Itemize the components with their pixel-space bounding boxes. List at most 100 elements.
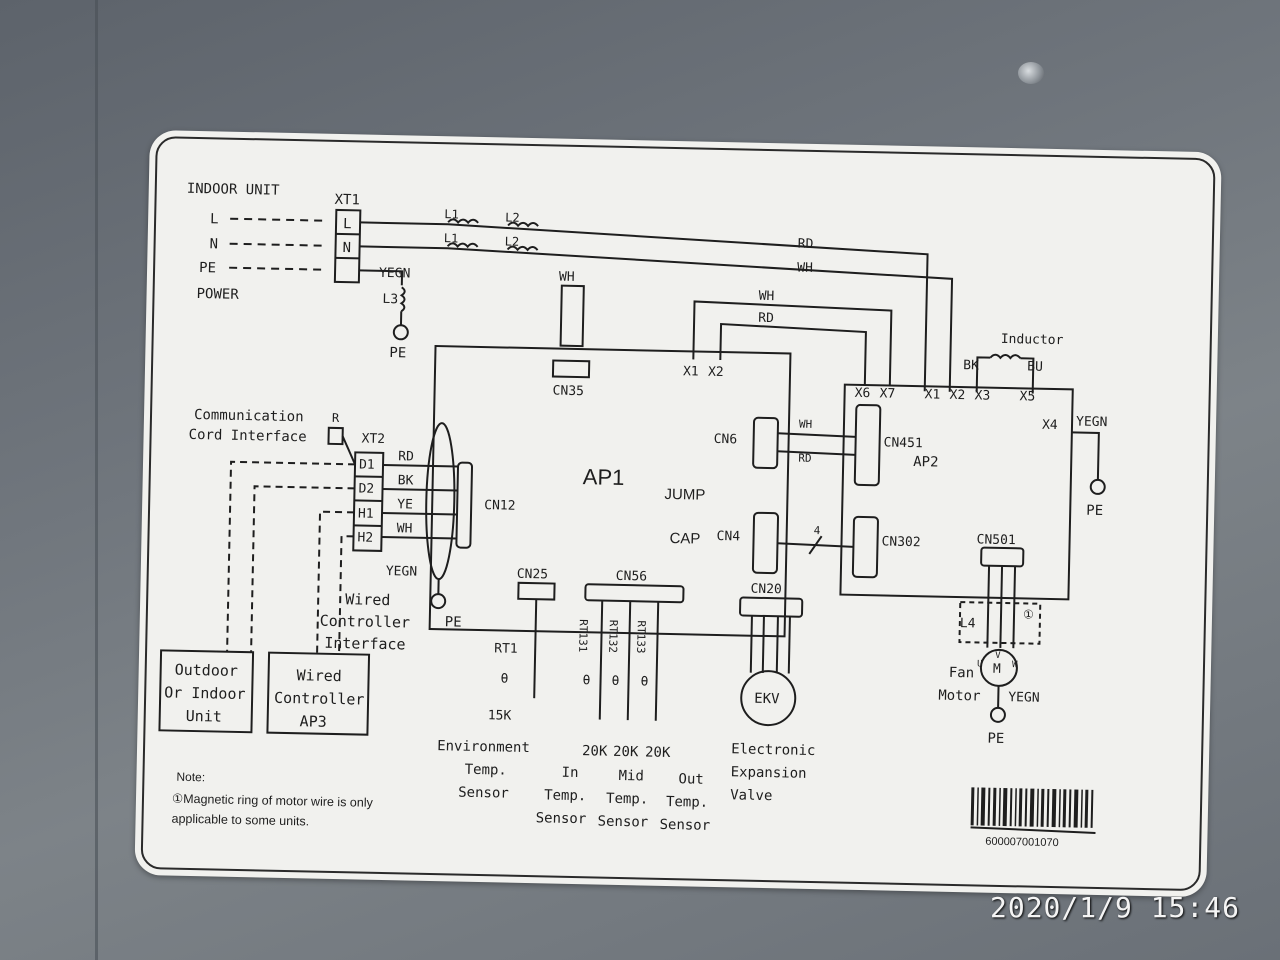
cn501-label: CN501 (976, 532, 1015, 548)
env-sensor-line2: Temp. (465, 762, 507, 779)
cn56-label: CN56 (616, 569, 648, 585)
cn451-label: CN451 (883, 435, 922, 451)
fan-phase-u: U (977, 659, 983, 669)
fan-motor-line2: Motor (938, 688, 980, 705)
cabinet-screw (1018, 62, 1044, 84)
controller-box-line3: AP3 (299, 712, 326, 731)
sensor-20k-out: 20K (645, 745, 671, 762)
sensor-20k-in: 20K (582, 743, 608, 760)
note-line1: ①Magnetic ring of motor wire is only (172, 792, 374, 810)
ekv-line2: Expansion (731, 764, 807, 782)
outdoor-box-line1: Outdoor (175, 661, 239, 680)
fan-l4: L4 (960, 616, 976, 631)
sensor-rt1: RT1 (494, 641, 518, 656)
xt1-label: XT1 (334, 192, 360, 209)
terminal-n: N (209, 236, 218, 252)
filter-l2-top: L2 (505, 210, 520, 224)
cn4-label: CN4 (716, 529, 740, 544)
ap2-x5: X5 (1019, 389, 1035, 404)
ap2-x3: X3 (974, 388, 990, 403)
mid-sensor-line1: Mid (618, 768, 644, 785)
wire-rd-cn6: RD (798, 452, 812, 465)
sensor-theta-rt132: θ (611, 674, 619, 689)
cn6-label: CN6 (713, 432, 737, 447)
pe-label-fan: PE (987, 731, 1004, 747)
filter-l2-bottom: L2 (505, 234, 520, 248)
wire-wh-cn6: WH (799, 418, 813, 431)
bus-count: 4 (814, 524, 821, 537)
wired-iface-line2: Controller (320, 612, 411, 632)
wired-iface-line1: Wired (345, 590, 391, 609)
xt1-pin-l: L (343, 216, 352, 232)
wire-yegn-xt2: YEGN (386, 564, 418, 580)
pe-label-power: PE (389, 345, 406, 361)
sensor-theta-rt131: θ (582, 673, 590, 688)
filter-l1-bottom: L1 (444, 231, 459, 245)
in-sensor-line2: Temp. (544, 787, 586, 804)
comm-iface-line2: Cord Interface (188, 427, 306, 445)
ap2-x4: X4 (1042, 418, 1058, 433)
env-sensor-line1: Environment (437, 738, 530, 756)
wire-rd-label: RD (798, 237, 814, 252)
barcode-bars (970, 787, 1094, 828)
sensor-rt131: RT131 (576, 619, 590, 652)
note-line2: applicable to some units. (171, 812, 309, 829)
terminal-l: L (210, 211, 219, 227)
cabinet-seam (95, 0, 98, 960)
ekv-label: EKV (754, 691, 780, 708)
cn12-label: CN12 (484, 498, 516, 514)
outdoor-box-line3: Unit (186, 707, 222, 726)
wire-wh-x1: WH (758, 289, 774, 304)
photo-timestamp: 2020/1/9 15:46 (989, 891, 1240, 924)
pe-label-xt2: PE (445, 614, 462, 630)
xt2-h2: H2 (357, 530, 373, 545)
xt1-pin-n: N (342, 240, 351, 256)
xt2-label: XT2 (361, 432, 385, 447)
wire-bk-d2: BK (398, 473, 414, 488)
note-title: Note: (176, 770, 205, 785)
wire-ye-h1: YE (397, 497, 413, 512)
wire-rd-x2: RD (758, 311, 774, 326)
env-sensor-line3: Sensor (458, 785, 509, 802)
mid-sensor-line2: Temp. (606, 791, 648, 808)
ap1-x1: X1 (683, 364, 699, 379)
cap-label: CAP (669, 530, 700, 548)
sensor-rt133: RT133 (634, 620, 648, 653)
wire-wh-cn35: WH (559, 270, 575, 285)
filter-l1-top: L1 (444, 207, 459, 221)
controller-box-line2: Controller (274, 689, 365, 709)
wire-bu-inductor: BU (1027, 359, 1043, 374)
fan-motor-line1: Fan (949, 665, 975, 682)
inductor-label: Inductor (1001, 332, 1064, 348)
sensor-theta-rt133: θ (640, 674, 648, 689)
ap2-x2: X2 (949, 388, 965, 403)
wiring-diagram: INDOOR UNIT L N PE POWER XT1 L N L1 L2 L… (158, 181, 1108, 850)
xt2-h1: H1 (358, 506, 374, 521)
sensor-theta-rt1: θ (500, 671, 508, 686)
cn35-label: CN35 (552, 383, 584, 399)
wired-iface-line3: Interface (324, 634, 406, 654)
wire-wh-h2: WH (397, 521, 413, 536)
fan-motor-m: M (993, 662, 1001, 677)
pe-label-ap2: PE (1086, 503, 1103, 519)
mid-sensor-line3: Sensor (597, 814, 648, 831)
indoor-unit-title: INDOOR UNIT (187, 181, 281, 199)
in-sensor-line1: In (561, 765, 578, 781)
barcode-number: 600007001070 (985, 836, 1059, 850)
power-label: POWER (196, 286, 239, 303)
ekv-line1: Electronic (731, 741, 816, 759)
ap1-label: AP1 (583, 464, 625, 490)
ekv-line3: Valve (730, 787, 772, 804)
resistor-r: R (332, 411, 340, 425)
wire-yegn-x4: YEGN (1076, 414, 1108, 430)
wire-rd-d1: RD (398, 449, 414, 464)
yegn-label-power: YEGN (379, 266, 411, 282)
cn20-label: CN20 (750, 582, 782, 598)
sensor-rt132: RT132 (606, 620, 620, 653)
ap2-x7: X7 (879, 386, 895, 401)
fan-note-mark: ① (1023, 607, 1034, 621)
ap2-label: AP2 (913, 454, 939, 471)
wire-yegn-fan: YEGN (1008, 690, 1040, 706)
out-sensor-line2: Temp. (666, 794, 708, 811)
jump-label: JUMP (664, 486, 705, 504)
